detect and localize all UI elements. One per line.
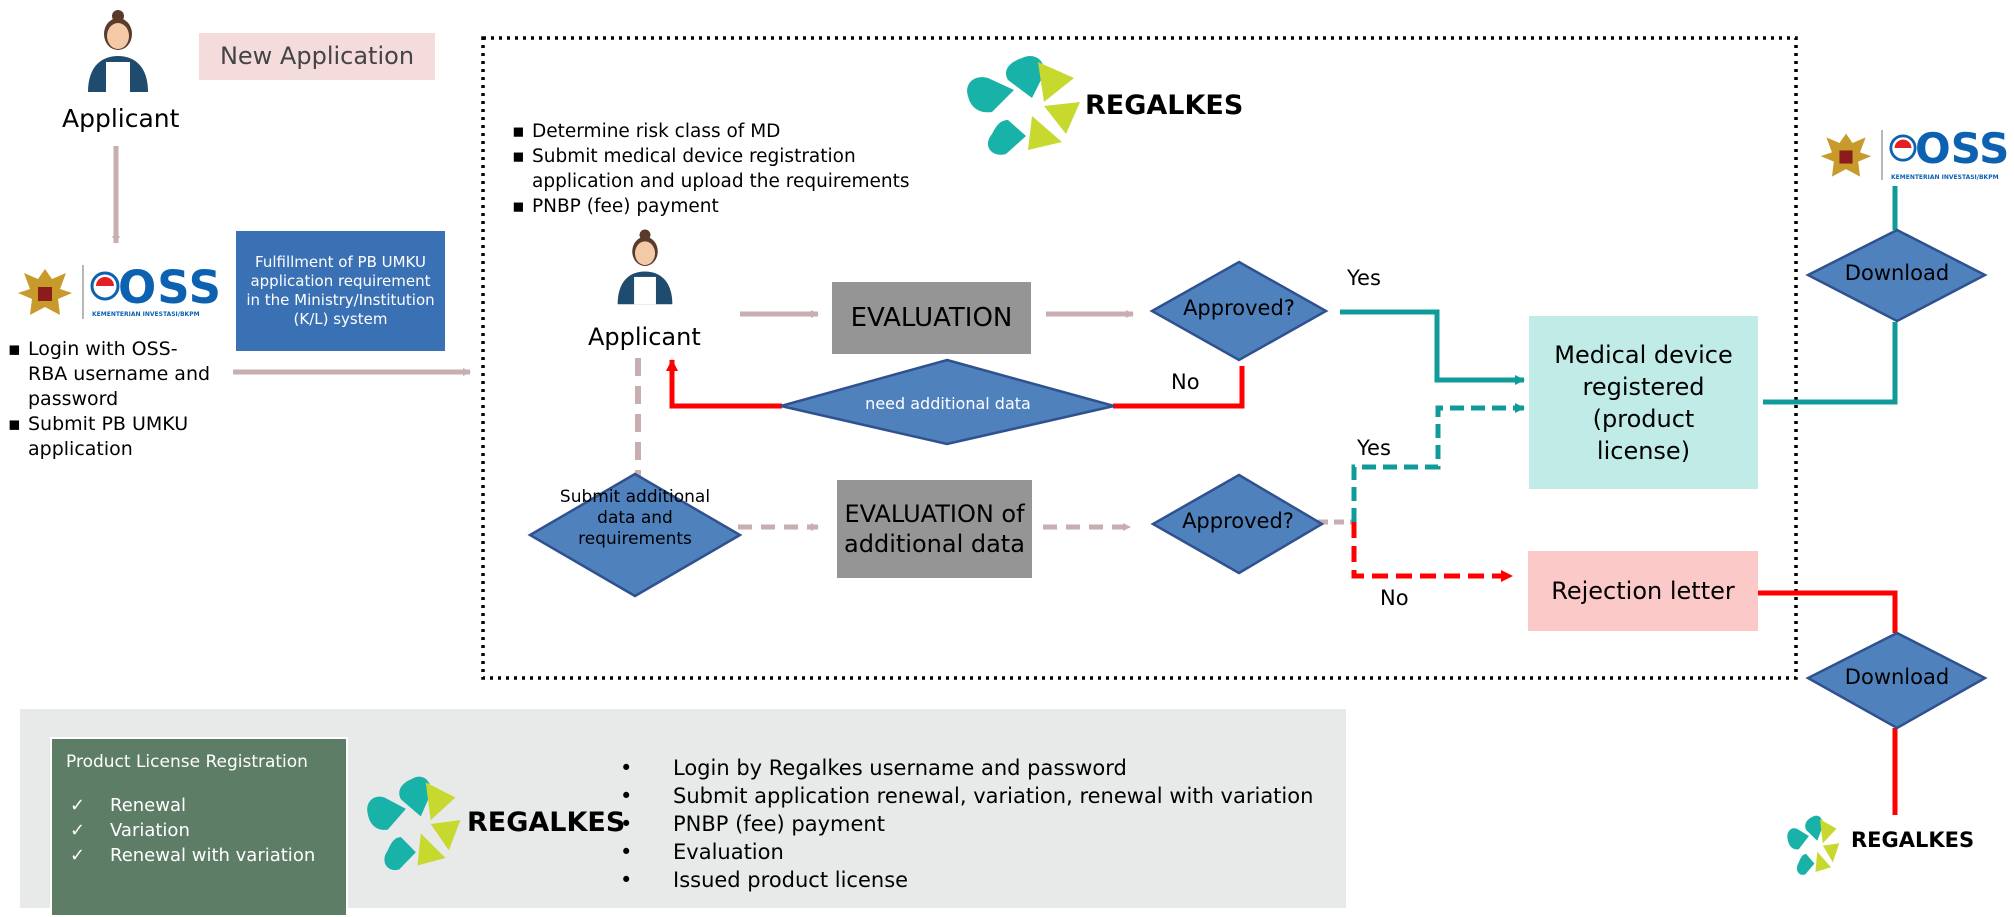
applicant-person-icon xyxy=(88,10,148,92)
renewal-step: PNBP (fee) payment xyxy=(620,810,1313,838)
download-2-diamond xyxy=(1805,631,1988,730)
red-no-path-2 xyxy=(1351,522,1513,582)
yes-2-label: Yes xyxy=(1357,436,1391,460)
product-license-title: Product License Registration xyxy=(66,752,308,772)
license-type-item: Variation xyxy=(70,818,315,843)
regalkes-emblem-icon-br xyxy=(1787,815,1840,875)
regalkes-emblem-icon xyxy=(967,55,1080,155)
fulfillment-box: Fulfillment of PB UMKU application requi… xyxy=(236,231,445,351)
evaluation-box: EVALUATION xyxy=(832,282,1031,354)
regalkes-logo-top: REGALKES xyxy=(962,50,1243,160)
flow-applicant-label: Applicant xyxy=(588,323,701,351)
rejection-letter-box: Rejection letter xyxy=(1528,551,1758,631)
renewal-step: Issued product license xyxy=(620,866,1313,894)
regalkes-step: Submit medical device registration appli… xyxy=(512,144,932,194)
regalkes-logo-text-bottom: REGALKES xyxy=(467,807,626,838)
garuda-emblem-icon-right xyxy=(1820,133,1872,177)
download-2-label: Download xyxy=(1844,665,1950,689)
red-no-path-1 xyxy=(1113,366,1245,409)
oss-step: Login with OSS-RBA username and password xyxy=(8,337,214,412)
teal-registered-to-download xyxy=(1763,322,1898,405)
regalkes-step: Determine risk class of MD xyxy=(512,119,932,144)
no-2-label: No xyxy=(1380,586,1409,610)
license-types-list: Renewal Variation Renewal with variation xyxy=(70,793,315,868)
approved-2-label: Approved? xyxy=(1182,509,1294,533)
oss-logo-right: OSS KEMENTERIAN INVESTASI/BKPM xyxy=(1817,124,2013,186)
product-license-box: Product License Registration Renewal Var… xyxy=(50,737,348,917)
logo-divider-right xyxy=(1881,130,1883,180)
license-type-item: Renewal xyxy=(70,793,315,818)
registered-box: Medical device registered (product licen… xyxy=(1529,316,1758,489)
oss-logo-subtext-right: KEMENTERIAN INVESTASI/BKPM xyxy=(1891,174,1999,181)
oss-logo: OSS KEMENTERIAN INVESTASI/BKPM xyxy=(14,261,224,325)
renewal-step: Login by Regalkes username and password xyxy=(620,754,1313,782)
renewal-step: Submit application renewal, variation, r… xyxy=(620,782,1313,810)
renewal-panel: Product License Registration Renewal Var… xyxy=(20,709,1346,917)
teal-yes-path-2 xyxy=(1351,403,1525,522)
teal-yes-path-1 xyxy=(1340,309,1525,385)
need-additional-diamond xyxy=(780,358,1115,446)
oss-logo-text-right: OSS xyxy=(1915,124,2010,173)
red-need-to-applicant xyxy=(666,359,782,409)
no-1-label: No xyxy=(1171,370,1200,394)
applicant-label: Applicant xyxy=(62,104,180,133)
need-additional-label: need additional data xyxy=(865,394,1031,413)
oss-logo-text: OSS xyxy=(118,261,223,314)
evaluation-additional-box: EVALUATION of additional data xyxy=(837,480,1032,578)
red-rejection-to-download xyxy=(1758,590,1898,633)
oss-emblem-icon xyxy=(90,271,120,301)
applicant-person-icon-2 xyxy=(617,229,673,305)
regalkes-logo-bottom: REGALKES xyxy=(363,771,633,875)
regalkes-steps-list: Determine risk class of MD Submit medica… xyxy=(512,119,932,219)
regalkes-process-frame xyxy=(481,36,1798,680)
regalkes-step: PNBP (fee) payment xyxy=(512,194,932,219)
regalkes-logo-bottom-right: REGALKES xyxy=(1785,812,1995,878)
new-application-badge: New Application xyxy=(199,33,435,80)
logo-divider xyxy=(82,265,84,319)
download-1-label: Download xyxy=(1844,261,1950,285)
submit-additional-label: Submit additional data and requirements xyxy=(559,487,711,549)
download-1-diamond xyxy=(1805,228,1988,323)
license-type-item: Renewal with variation xyxy=(70,843,315,868)
garuda-emblem-icon xyxy=(18,269,72,315)
oss-step: Submit PB UMKU application xyxy=(8,412,214,462)
renewal-step: Evaluation xyxy=(620,838,1313,866)
regalkes-logo-text-br: REGALKES xyxy=(1851,828,1975,852)
approved-1-diamond xyxy=(1149,260,1329,362)
approved-1-label: Approved? xyxy=(1183,296,1295,320)
approved-2-diamond xyxy=(1150,473,1325,575)
oss-logo-subtext: KEMENTERIAN INVESTASI/BKPM xyxy=(92,311,200,318)
regalkes-emblem-icon-bottom xyxy=(367,776,461,871)
oss-emblem-icon-right xyxy=(1889,134,1917,162)
yes-1-label: Yes xyxy=(1347,266,1381,290)
oss-steps-list: Login with OSS-RBA username and password… xyxy=(8,337,214,462)
renewal-steps-list: Login by Regalkes username and password … xyxy=(620,754,1313,894)
submit-additional-diamond xyxy=(527,472,743,598)
regalkes-logo-text: REGALKES xyxy=(1085,90,1244,121)
